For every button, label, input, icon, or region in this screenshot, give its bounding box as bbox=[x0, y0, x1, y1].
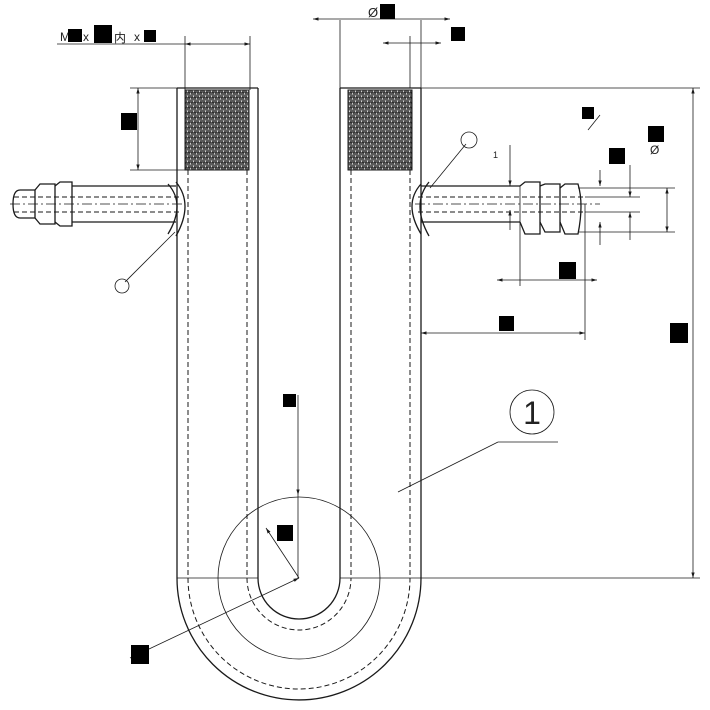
redaction-block bbox=[451, 27, 465, 41]
weld-marker-left bbox=[114, 278, 130, 294]
thread-spec-x1: x bbox=[83, 30, 89, 44]
right-dimensions bbox=[421, 87, 700, 579]
weld-marker-right bbox=[460, 131, 478, 149]
redaction-block bbox=[94, 25, 112, 43]
diameter-symbol-barb: Ø bbox=[650, 143, 659, 157]
right-thread-knurl bbox=[347, 89, 413, 171]
left-thread-knurl bbox=[184, 89, 250, 171]
redaction-block bbox=[68, 29, 82, 42]
redaction-block bbox=[277, 525, 293, 541]
part-number: 1 bbox=[523, 395, 541, 431]
redaction-blocks bbox=[68, 4, 688, 664]
redaction-block bbox=[609, 148, 625, 164]
redaction-block bbox=[582, 107, 594, 119]
redaction-block bbox=[121, 113, 137, 130]
thread-spec-inner: 内 bbox=[114, 31, 126, 45]
redaction-block bbox=[283, 394, 296, 407]
redaction-block bbox=[648, 126, 664, 142]
redaction-block bbox=[380, 4, 395, 19]
right-hose-barb bbox=[411, 181, 600, 237]
redaction-block bbox=[559, 262, 576, 279]
redaction-block bbox=[144, 30, 156, 42]
leaders bbox=[114, 131, 558, 493]
redaction-block bbox=[670, 323, 688, 343]
u-tube-body bbox=[176, 87, 422, 701]
redaction-block bbox=[499, 316, 514, 331]
left-hose-barb bbox=[10, 181, 186, 237]
bend-dimensions bbox=[129, 395, 300, 659]
part-balloon bbox=[509, 389, 555, 435]
thread-spec-label: M bbox=[60, 30, 70, 44]
diameter-symbol-label: Ø bbox=[368, 5, 378, 20]
small-mark-label: 1 bbox=[493, 150, 498, 160]
redaction-block bbox=[131, 645, 149, 664]
thread-spec-x2: x bbox=[134, 30, 140, 44]
